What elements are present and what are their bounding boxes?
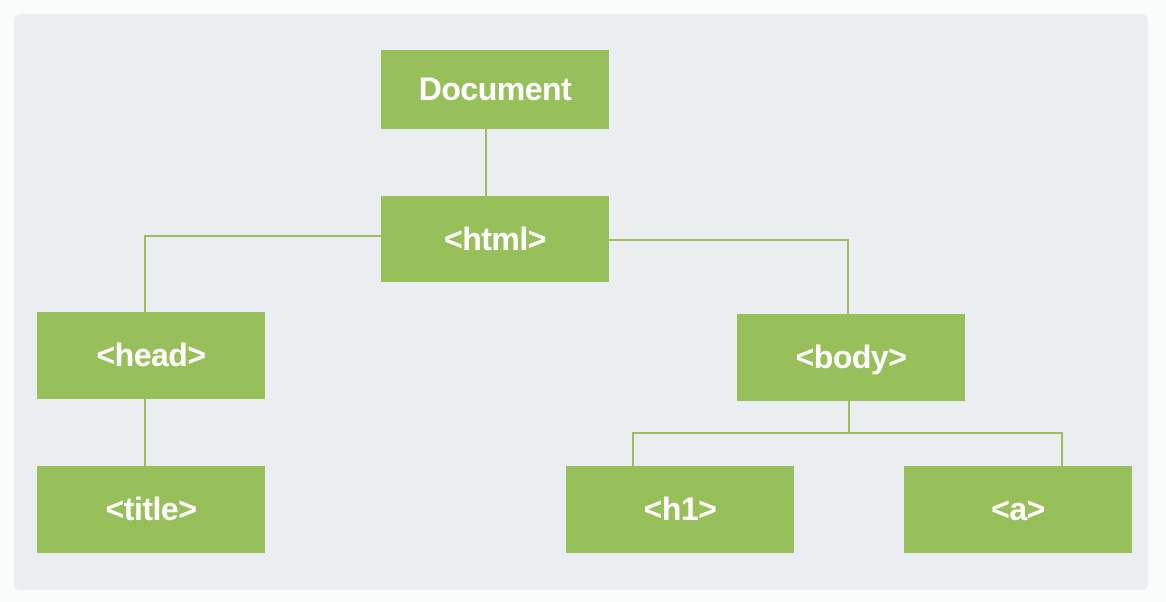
node-title: <title>	[37, 466, 265, 553]
node-html: <html>	[381, 196, 609, 282]
node-document: Document	[381, 50, 609, 129]
connector-html-body	[609, 239, 849, 314]
connector-html-head	[144, 235, 381, 312]
node-h1: <h1>	[566, 466, 794, 553]
node-head: <head>	[37, 312, 265, 399]
connector-body-h1	[632, 432, 849, 466]
node-body: <body>	[737, 314, 965, 401]
connector-body-a	[849, 432, 1063, 466]
node-a: <a>	[904, 466, 1132, 553]
